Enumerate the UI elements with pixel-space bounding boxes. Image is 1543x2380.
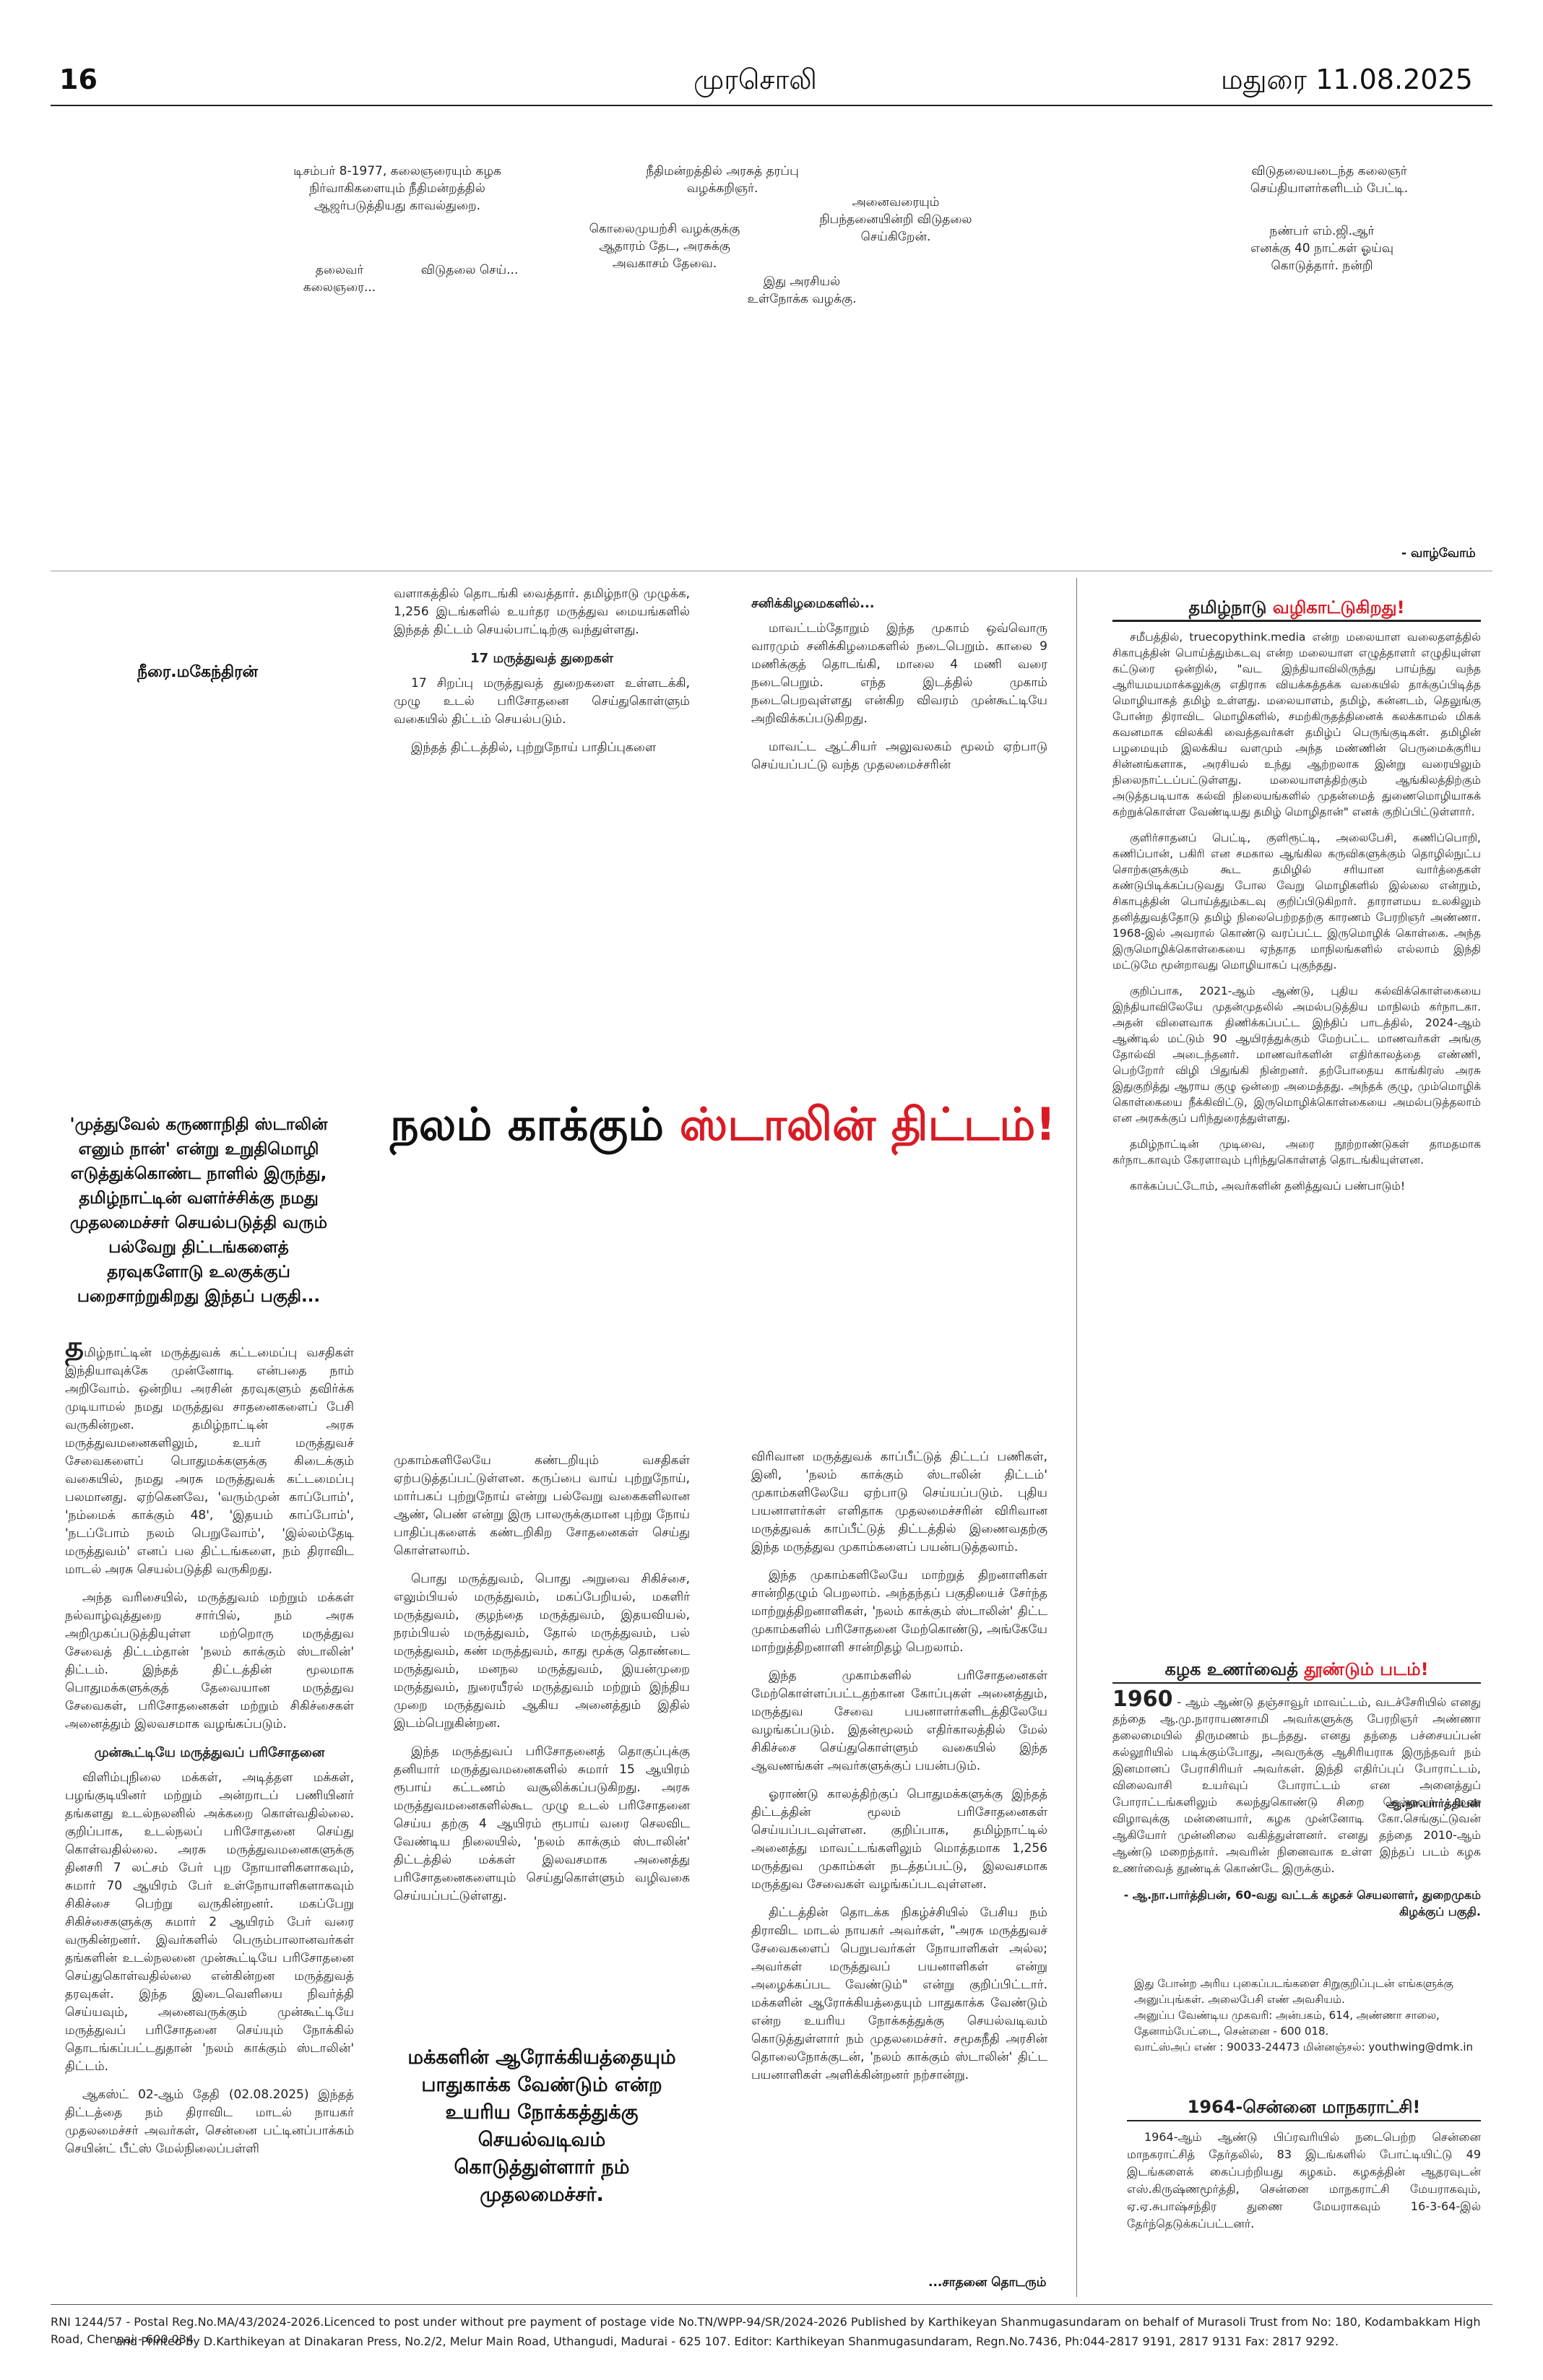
footer-line-2: and Printed by D.Karthikeyan at Dinakara… — [116, 2334, 1339, 2348]
box1-para-3: குறிப்பாக, 2021-ஆம் ஆண்டு, புதிய கல்விக்… — [1112, 985, 1481, 1125]
comic-caption-7: கொலைமுயற்சி வழக்குக்கு ஆதாரம் தேட, அரசுக… — [589, 222, 740, 271]
submission-notice: இது போன்ற அரிய புகைப்படங்களை சிறுகுறிப்ப… — [1134, 1976, 1474, 2055]
article-right-top: சனிக்கிழமைகளில்... மாவட்டம்தோறும் இந்த ம… — [751, 589, 1047, 784]
box3-body: 1964-ஆம் ஆண்டு பிப்ரவரியில் நடைபெற்ற சென… — [1127, 2130, 1481, 2230]
box2-title: கழக உணர்வைத் தூண்டும் படம்! — [1112, 1661, 1481, 1678]
masthead: முரசொலி — [693, 64, 817, 95]
box1-title-part-2: வழிகாட்டுகிறது! — [1272, 597, 1405, 618]
box3-rule — [1127, 2120, 1481, 2121]
article-col-3: விரிவான மருத்துவக் காப்பீட்டுத் திட்டப் … — [751, 1448, 1047, 2095]
headline-part-1: நலம் காக்கும் — [390, 1098, 680, 1151]
box1-para-1: சமீபத்தில், truecopythink.media என்ற மலை… — [1112, 631, 1481, 818]
col2-para-1: முகாம்களிலேயே கண்டறியும் வசதிகள் ஏற்படுத… — [394, 1453, 690, 1558]
footer-rule — [51, 2304, 1492, 2305]
comic-caption-1: டிசம்பர் 8-1977, கலைஞரையும் கழக நிர்வாகி… — [293, 164, 501, 213]
box1-title: தமிழ்நாடு வழிகாட்டுகிறது! — [1112, 597, 1481, 618]
box2-rule — [1112, 1682, 1481, 1684]
col1-para-4: ஆகஸ்ட் 02-ஆம் தேதி (02.08.2025) இந்தத் த… — [65, 2087, 354, 2156]
notice-line-3: வாட்ஸ்அப் எண் : 90033-24473 மின்னஞ்சல்: … — [1134, 2041, 1474, 2054]
article-intro: 'முத்துவேல் கருணாநிதி ஸ்டாலின் எனும் நான… — [69, 1115, 328, 1306]
article-mid-top: வளாகத்தில் தொடங்கி வைத்தார். தமிழ்நாடு ம… — [394, 585, 690, 767]
box2-title-part-1: கழக உணர்வைத் — [1164, 1659, 1305, 1679]
drop-cap: த — [65, 1330, 85, 1364]
right-para-2: மாவட்ட ஆட்சியர் அலுவலகம் மூலம் ஏற்பாடு ச… — [751, 740, 1047, 772]
col3-para-2: இந்த முகாம்களிலேயே மாற்றுத் திறனாளிகள் ச… — [751, 1568, 1047, 1655]
box2-sign: - ஆ.நா.பார்த்திபன், 60-வது வட்டக் கழகச் … — [1123, 1888, 1481, 1918]
box2-title-part-2: தூண்டும் படம்! — [1304, 1659, 1429, 1679]
mid-para-3: இந்தத் திட்டத்தில், புற்றுநோய் பாதிப்புக… — [411, 740, 657, 755]
mid-para-2: 17 சிறப்பு மருத்துவத் துறைகளை உள்ளடக்கி,… — [394, 676, 690, 727]
article-col-1: தமிழ்நாட்டின் மருத்துவக் கட்டமைப்பு வசதி… — [65, 1333, 354, 2168]
col3-para-3: இந்த முகாம்களில் பரிசோதனைகள் மேற்கொள்ளப்… — [751, 1669, 1047, 1773]
right-para-1: மாவட்டம்தோறும் இந்த முகாம் ஒவ்வொரு வாரமு… — [751, 621, 1047, 726]
mid-subhead: 17 மருத்துவத் துறைகள் — [470, 651, 613, 666]
box3-title: 1964-சென்னை மாநகராட்சி! — [1187, 2097, 1421, 2117]
byline: நீரை.மகேந்திரன் — [137, 663, 258, 681]
comic-footer: - வாழ்வோம் — [1401, 546, 1476, 561]
article-col-2: முகாம்களிலேயே கண்டறியும் வசதிகள் ஏற்படுத… — [394, 1452, 690, 1916]
col3-para-1: விரிவான மருத்துவக் காப்பீட்டுத் திட்டப் … — [751, 1450, 1047, 1554]
box-tamilnadu: தமிழ்நாடு வழிகாட்டுகிறது! சமீபத்தில், tr… — [1112, 597, 1481, 1204]
box1-para-4: தமிழ்நாட்டின் முடிவை, அரை நூற்றாண்டுகள் … — [1112, 1138, 1481, 1167]
comic-caption-3: அனைவரையும் நிபந்தனையின்றி விடுதலை செய்கி… — [819, 195, 972, 244]
right-subhead: சனிக்கிழமைகளில்... — [751, 596, 875, 611]
box-corporation-1964: 1964-சென்னை மாநகராட்சி! 1964-ஆம் ஆண்டு ப… — [1127, 2098, 1481, 2243]
headline: நலம் காக்கும் ஸ்டாலின் திட்டம்! — [390, 1098, 1056, 1157]
notice-line-1: இது போன்ற அரிய புகைப்படங்களை சிறுகுறிப்ப… — [1134, 1977, 1453, 2006]
col1-para-2: அந்த வரிசையில், மருத்துவம் மற்றும் மக்கள… — [65, 1591, 354, 1731]
col2-para-2: பொது மருத்துவம், பொது அறுவை சிகிச்சை, எல… — [394, 1572, 690, 1731]
footer-line-1: RNI 1244/57 - Postal Reg.No.MA/43/2024-2… — [51, 2315, 1481, 2346]
column-divider — [1076, 578, 1077, 2297]
mid-top-para: வளாகத்தில் தொடங்கி வைத்தார். தமிழ்நாடு ம… — [394, 587, 690, 637]
col3-para-4: ஓராண்டு காலத்திற்குப் பொதுமக்களுக்கு இந்… — [751, 1787, 1047, 1892]
col1-para-3: விளிம்புநிலை மக்கள், அடித்தள மக்கள், பழங… — [65, 1770, 354, 2074]
box1-rule — [1112, 620, 1481, 622]
comic-caption-8: இது அரசியல் உள்நோக்க வழக்கு. — [747, 274, 857, 306]
box1-title-part-1: தமிழ்நாடு — [1188, 597, 1273, 618]
page-number: 16 — [59, 64, 98, 95]
box1-para-2: குளிர்சாதனப் பெட்டி, குளிரூட்டி, அலைபேசி… — [1112, 831, 1481, 972]
continued-note: ...சாதனை தொடரும் — [928, 2275, 1047, 2290]
headline-part-2: ஸ்டாலின் திட்டம்! — [679, 1098, 1056, 1151]
comic-caption-2: நீதிமன்றத்தில் அரசுத் தரப்பு வழக்கறிஞர். — [646, 164, 799, 196]
col1-subhead: முன்கூட்டியே மருத்துவப் பரிசோதனை — [94, 1745, 325, 1760]
box1-para-5: காக்கப்பட்டோம், அவர்களின் தனித்துவப் பண்… — [1130, 1180, 1406, 1193]
comic-caption-6: விடுதலை செய்... — [420, 263, 519, 277]
box2-para-1: - ஆம் ஆண்டு தஞ்சாவூர் மாவட்டம், வடச்சேரி… — [1112, 1695, 1481, 1875]
city-date: மதுரை 11.08.2025 — [1221, 64, 1473, 95]
col3-para-5: திட்டத்தின் தொடக்க நிகழ்ச்சியில் பேசிய ந… — [751, 1905, 1047, 2082]
notice-line-2: அனுப்ப வேண்டிய முகவரி: அன்பகம், 614, அண்… — [1134, 2009, 1440, 2038]
comic-caption-5: தலைவர் கலைஞரை... — [303, 263, 376, 295]
header-rule — [51, 105, 1492, 106]
col1-para-1: மிழ்நாட்டின் மருத்துவக் கட்டமைப்பு வசதிக… — [65, 1346, 354, 1577]
col2-para-3: இந்த மருத்துவப் பரிசோதனைத் தொகுப்புக்கு … — [394, 1744, 690, 1903]
box2-year: 1960 — [1112, 1687, 1173, 1712]
photo-caption: ஆ.நா.பார்த்திபன் — [1386, 1796, 1481, 1810]
comic-caption-9: நண்பர் எம்.ஜி.ஆர் எனக்கு 40 நாட்கள் ஓய்வ… — [1250, 224, 1394, 273]
comic-caption-4: விடுதலையடைந்த கலைஞர் செய்தியாளர்களிடம் ப… — [1250, 164, 1409, 196]
box-memory-photo: கழக உணர்வைத் தூண்டும் படம்! 1960 - ஆம் ஆ… — [1112, 1661, 1481, 1930]
pull-quote: மக்களின் ஆரோக்கியத்தையும் பாதுகாக்க வேண்… — [407, 2046, 676, 2206]
